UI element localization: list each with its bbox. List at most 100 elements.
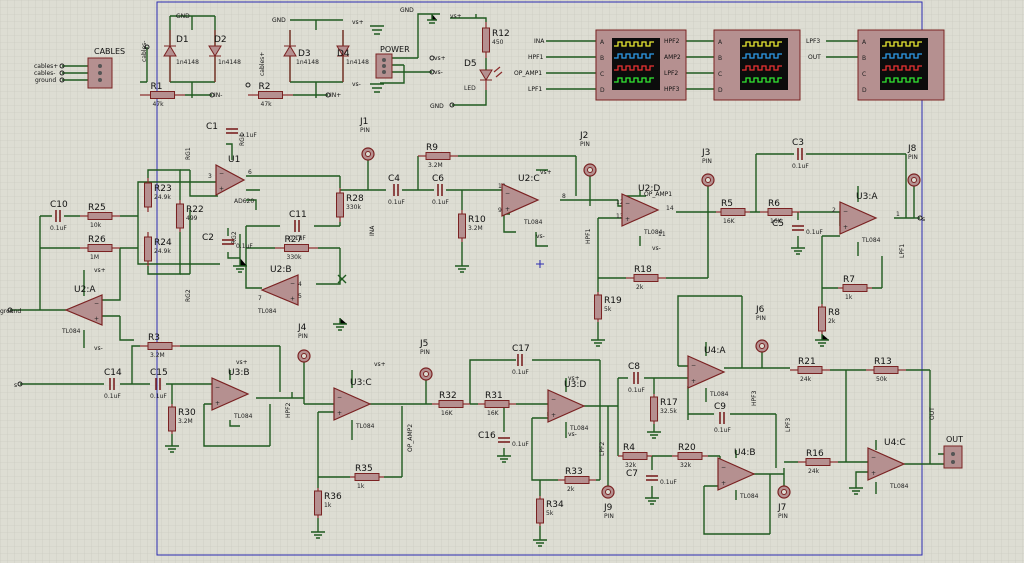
capacitor-value: 0.1uF [50,225,67,232]
test-pin-ref: J1 [359,117,368,127]
net-lpf2: LPF2 [599,442,606,456]
test-pin-ref: J5 [419,339,428,349]
resistor-ref: R8 [828,308,840,318]
capacitor-value: 0.1uF [512,369,529,376]
capacitor-c6: C60.1uF [432,174,449,206]
resistor-value: 16K [441,410,454,417]
opamp-part: TL084 [643,229,663,236]
resistor-value: 24.9k [154,194,171,201]
opamp-ref: U4:B [734,448,756,458]
svg-text:−: − [843,208,848,215]
test-pin-label: PIN [604,513,614,520]
resistor-value: 50k [876,376,888,383]
resistor-ref: R25 [88,203,106,213]
pin-number-4: 4 [298,281,302,288]
test-pin-ref: J7 [777,503,786,513]
opamp-ref: U2:B [270,265,292,275]
resistor-ref: R5 [721,199,733,209]
resistor-ref: R30 [178,408,196,418]
scope-2 [713,29,801,101]
pin-number-11: 11 [658,231,666,238]
resistor-ref: R2 [259,82,271,92]
capacitor-c2: C20.1uF [202,233,253,250]
resistor-value: 3.2M [468,225,483,232]
scope-2-input-b: AMP2 [664,54,681,61]
scope-1-input-d: LPF1 [528,86,542,93]
net-rg1-a: RG1 [185,147,192,160]
led-value: LED [464,85,476,92]
net-ina: INA [369,225,376,236]
resistor-ref: R12 [492,29,510,39]
resistor-value: 32k [625,462,637,469]
svg-text:+: + [721,480,726,487]
capacitor-c1: C10.1uF [206,122,257,139]
capacitor-value: 0.1uF [289,235,306,242]
diode-d2-value: 1n4148 [218,59,241,66]
scope-2-channel-c: C [718,71,722,78]
capacitor-value: 0.1uF [628,387,645,394]
led-ref: D5 [464,59,477,69]
resistor-ref: R10 [468,215,486,225]
scope-2-input-a: HPF2 [664,38,680,45]
resistor-ref: R31 [485,391,503,401]
opamp-part: TL084 [569,425,589,432]
scope-3-channel-b: B [862,55,866,62]
svg-text:+: + [337,410,342,417]
scope-3-input-b: OUT [808,54,821,61]
scope-2-input-c: LPF2 [664,70,678,77]
svg-text:+: + [215,400,220,407]
oscilloscopes [595,29,945,101]
svg-text:−: − [625,200,630,207]
cables-pin-1: cables+ [34,63,58,70]
ground-symbols [165,13,863,547]
resistor-ref: R26 [88,235,106,245]
svg-text:+: + [290,296,295,303]
test-pin-label: PIN [298,333,308,340]
capacitor-ref: C4 [388,174,400,184]
net-lpf3: LPF3 [785,418,792,432]
resistor-value: 32k [680,462,692,469]
power-title: POWER [380,45,410,54]
resistor-ref: R19 [604,296,622,306]
diode-d4-value: 1n4148 [346,59,369,66]
capacitor-c10: C10 0.1uF [50,200,68,232]
power-vs-plus-net: vs+ [352,19,364,26]
resistor-value: 2k [567,486,575,493]
in-minus-net: IN- [214,92,222,99]
opamp-ref: U2:C [518,174,540,184]
power-vs-minus-net: vs- [352,81,361,88]
svg-text:−: − [337,394,342,401]
opamp-part: TL084 [61,328,81,335]
opamp-part: TL084 [257,308,277,315]
scope-3-channel-c: C [862,71,866,78]
resistor-value: 5k [546,510,554,517]
capacitor-ref: C2 [202,233,214,243]
resistor-value: 1k [357,483,365,490]
capacitor-ref: C10 [50,200,68,210]
pin-number-5: 5 [298,293,302,300]
scope-1-channel-a: A [600,39,605,46]
net-hpf2: HPF2 [285,402,292,418]
